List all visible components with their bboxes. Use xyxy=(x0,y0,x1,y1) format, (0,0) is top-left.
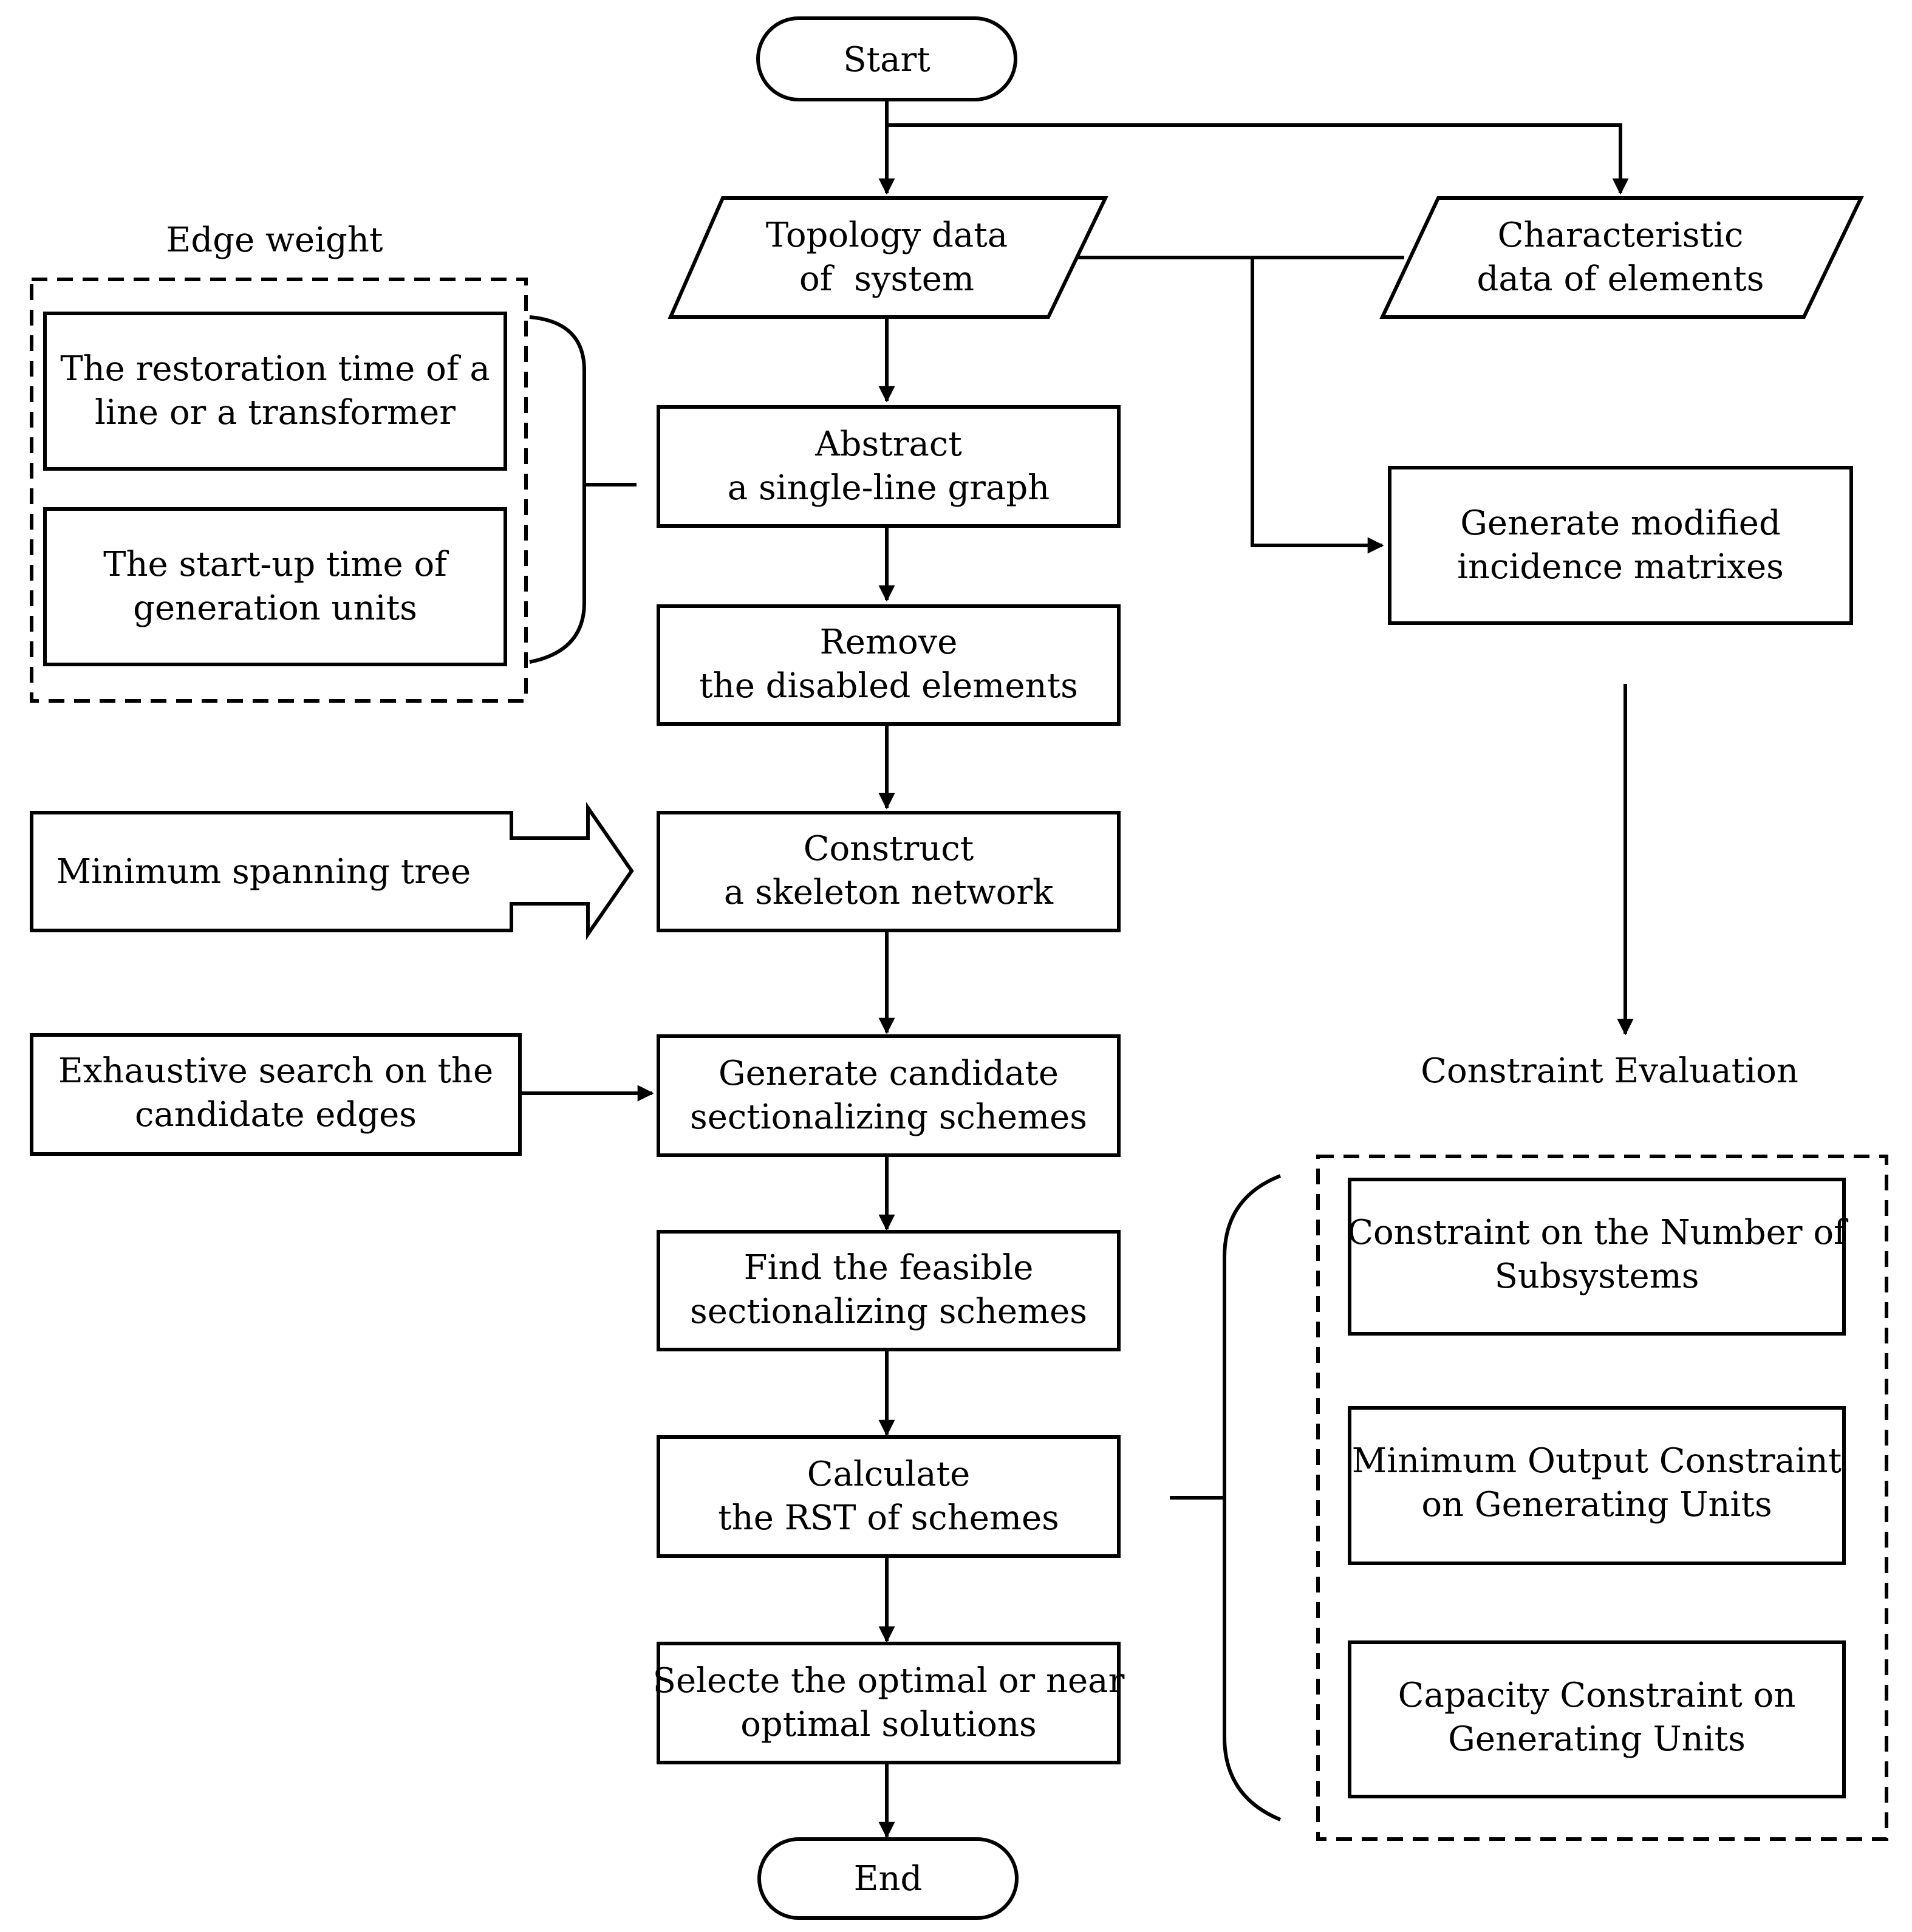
construct-label-line-1: Construct xyxy=(804,829,974,869)
find-feasible-label-line-1: Find the feasible xyxy=(744,1248,1034,1288)
start-label: Start xyxy=(843,40,930,80)
characteristic-label-line-2: data of elements xyxy=(1477,259,1764,299)
constraint-3-line-1: Capacity Constraint on xyxy=(1398,1676,1796,1715)
restoration-time-box: The restoration time of a line or a tran… xyxy=(43,312,507,471)
edge-weight-group xyxy=(30,278,528,703)
characteristic-data-node: Characteristic data of elements xyxy=(1379,196,1864,319)
calculate-label-line-1: Calculate xyxy=(807,1455,971,1494)
remove-node: Remove the disabled elements xyxy=(657,604,1121,726)
restoration-time-line-2: line or a transformer xyxy=(95,393,456,432)
constraint-evaluation-title: Constraint Evaluation xyxy=(1421,1051,1798,1091)
find-feasible-label-line-2: sectionalizing schemes xyxy=(690,1292,1087,1331)
construct-node: Construct a skeleton network xyxy=(657,811,1121,932)
minimum-spanning-tree-label: Minimum spanning tree xyxy=(56,852,471,892)
constraint-bracket xyxy=(1223,1174,1282,1821)
construct-label-line-2: a skeleton network xyxy=(724,873,1054,912)
constraint-number-subsystems: Constraint on the Number of Subsystems xyxy=(1347,1178,1849,1336)
calculate-node: Calculate the RST of schemes xyxy=(657,1435,1121,1558)
exhaustive-search-box: Exhaustive search on the candidate edges xyxy=(30,1033,522,1156)
constraint-3-line-2: Generating Units xyxy=(1448,1719,1746,1759)
exhaustive-search-line-1: Exhaustive search on the xyxy=(58,1051,493,1091)
abstract-label-line-2: a single-line graph xyxy=(728,468,1050,508)
characteristic-label-line-1: Characteristic xyxy=(1498,216,1744,255)
constraint-2-line-2: on Generating Units xyxy=(1421,1485,1772,1524)
edge-weight-title: Edge weight xyxy=(166,220,383,260)
start-up-time-line-1: The start-up time of xyxy=(103,545,449,584)
modified-matrixes-node: Generate modified incidence matrixes xyxy=(1388,466,1853,625)
topology-label-line-2: of system xyxy=(799,259,974,299)
constraint-capacity: Capacity Constraint on Generating Units xyxy=(1348,1640,1846,1798)
remove-label-line-2: the disabled elements xyxy=(699,666,1078,706)
arrow-to-modified-matrixes xyxy=(1251,258,1384,554)
start-up-time-line-2: generation units xyxy=(133,589,417,628)
select-node: Selecte the optimal or near optimal solu… xyxy=(653,1642,1125,1764)
select-label-line-2: optimal solutions xyxy=(740,1705,1037,1744)
constraint-1-line-1: Constraint on the Number of xyxy=(1347,1213,1849,1252)
find-feasible-node: Find the feasible sectionalizing schemes xyxy=(657,1230,1121,1351)
end-node: End xyxy=(757,1837,1019,1920)
constraint-2-line-1: Minimum Output Constraint xyxy=(1352,1441,1842,1481)
exhaustive-search-line-2: candidate edges xyxy=(135,1095,417,1135)
topology-label-line-1: Topology data xyxy=(766,216,1008,255)
constraint-minimum-output: Minimum Output Constraint on Generating … xyxy=(1348,1406,1846,1565)
abstract-node: Abstract a single-line graph xyxy=(657,405,1121,528)
remove-label-line-1: Remove xyxy=(820,623,958,662)
restoration-time-line-1: The restoration time of a xyxy=(60,349,490,389)
edge-weight-bracket xyxy=(529,315,586,664)
generate-candidate-label-line-2: sectionalizing schemes xyxy=(690,1097,1087,1137)
minimum-spanning-tree-arrow: Minimum spanning tree xyxy=(30,802,634,940)
constraint-1-line-2: Subsystems xyxy=(1495,1257,1699,1296)
select-label-line-1: Selecte the optimal or near xyxy=(653,1661,1125,1701)
calculate-label-line-2: the RST of schemes xyxy=(718,1498,1059,1538)
start-up-time-box: The start-up time of generation units xyxy=(43,507,507,666)
start-node: Start xyxy=(756,16,1017,101)
generate-candidate-label-line-1: Generate candidate xyxy=(719,1054,1059,1093)
modified-matrixes-label-line-2: incidence matrixes xyxy=(1457,547,1784,587)
modified-matrixes-label-line-1: Generate modified xyxy=(1460,503,1781,543)
end-label: End xyxy=(854,1859,923,1899)
constraint-evaluation-group xyxy=(1316,1155,1888,1841)
generate-candidate-node: Generate candidate sectionalizing scheme… xyxy=(657,1034,1121,1157)
connectors xyxy=(520,100,1634,1838)
abstract-label-line-1: Abstract xyxy=(814,425,962,464)
arrow-start-to-characteristic xyxy=(887,123,1629,195)
topology-data-node: Topology data of system xyxy=(667,196,1108,319)
